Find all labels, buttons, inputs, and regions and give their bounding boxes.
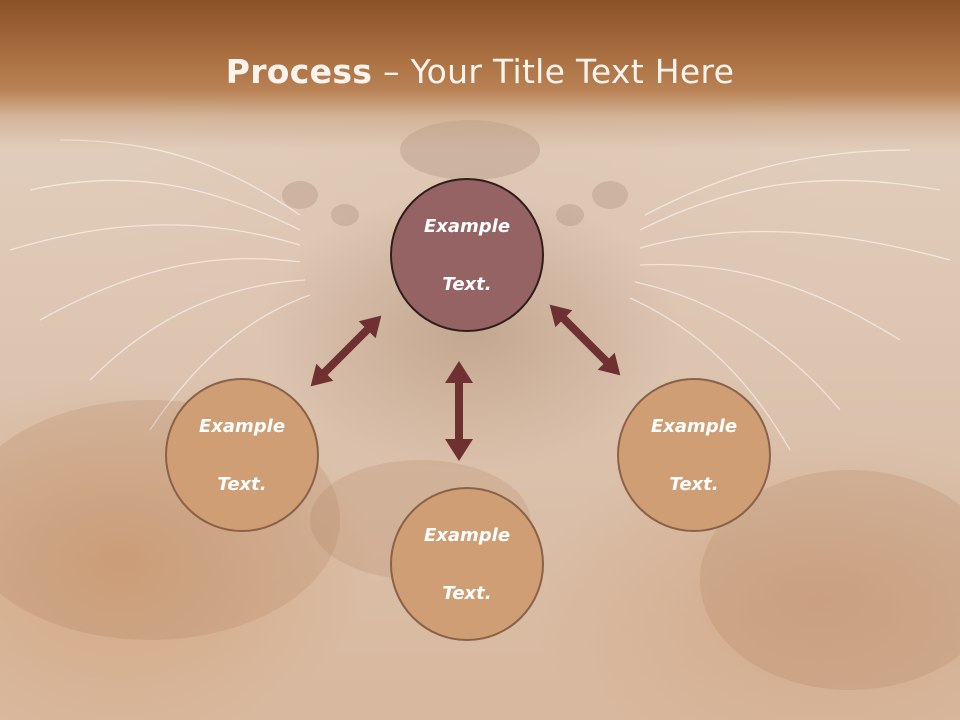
title-bar bbox=[0, 0, 960, 150]
slide-title: Process – Your Title Text Here bbox=[0, 52, 960, 91]
double-arrow-left bbox=[310, 315, 382, 387]
title-bold: Process bbox=[225, 52, 373, 91]
double-arrow-right bbox=[549, 304, 621, 376]
double-arrow-vertical bbox=[445, 361, 473, 461]
title-rest: – Your Title Text Here bbox=[372, 52, 735, 91]
